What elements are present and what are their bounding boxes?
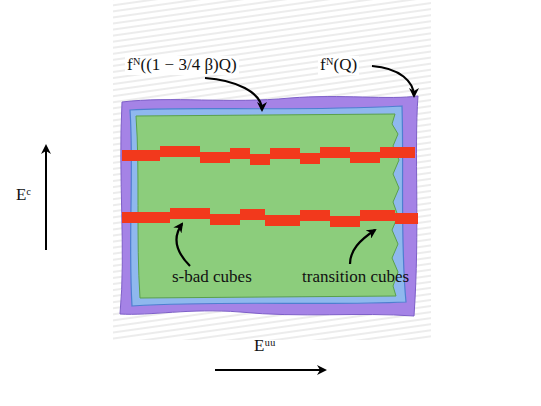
leader-arrow [350, 230, 375, 264]
axis-label: Eᶜ [14, 186, 33, 205]
s-bad-band [122, 146, 415, 165]
region-label: fᴺ((1 − 3/4 β)Q) [125, 56, 239, 75]
callout-label: s-bad cubes [170, 268, 254, 287]
leader-arrow [205, 78, 262, 110]
region-label: fᴺ(Q) [318, 56, 359, 75]
axis-arrow [215, 369, 325, 371]
hatched-ground [113, 0, 431, 340]
leader-arrow [176, 224, 190, 266]
axis-label: Eᵘᵘ [252, 337, 278, 356]
s-bad-band [122, 208, 418, 227]
callout-label: transition cubes [300, 268, 411, 287]
leader-arrow [372, 66, 414, 96]
image-of-q [120, 96, 418, 316]
axis-arrow [45, 146, 47, 250]
